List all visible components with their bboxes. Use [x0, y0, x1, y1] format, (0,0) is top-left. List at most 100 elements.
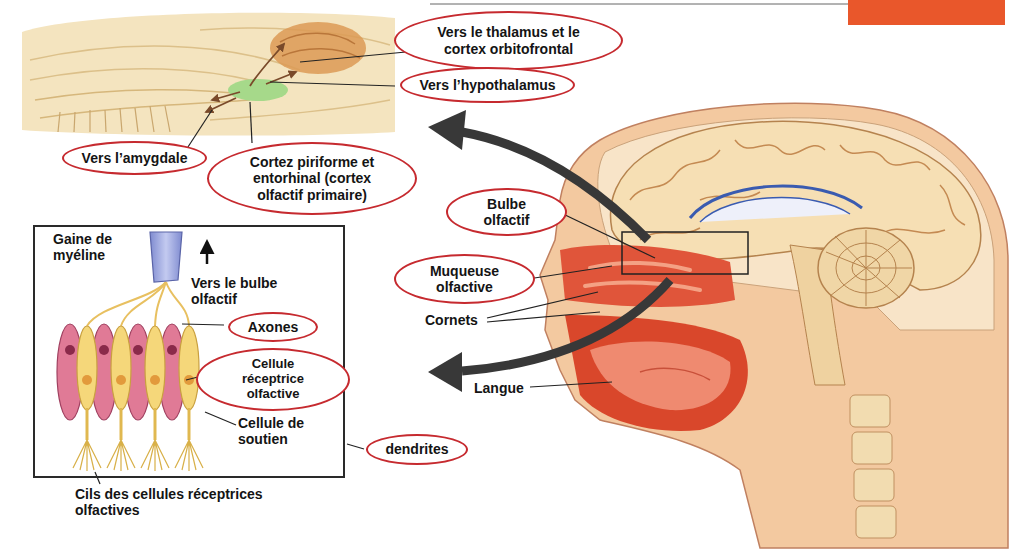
leader-line — [528, 266, 612, 279]
olfactory-epithelium — [150, 232, 182, 282]
label-oval: Vers l’amygdale — [62, 141, 207, 175]
olfactory-epithelium — [107, 440, 135, 471]
olfactory-epithelium — [150, 375, 160, 385]
olfactory-cortex-detail — [165, 106, 170, 132]
head-section — [866, 268, 867, 306]
olfactory-epithelium — [167, 345, 177, 355]
olfactory-cortex-detail — [206, 98, 236, 112]
head-section — [835, 236, 866, 268]
oval-label-text: Vers l’hypothalamus — [419, 77, 555, 93]
olfactory-epithelium — [65, 345, 75, 355]
olfactory-epithelium — [73, 440, 101, 471]
part-label: Langue — [474, 380, 524, 396]
head-section — [852, 432, 892, 464]
olfactory-cortex-detail — [22, 13, 395, 136]
leader-line — [487, 312, 600, 322]
olfactory-cortex-detail — [280, 33, 355, 44]
label-oval: dendrites — [366, 434, 468, 465]
oval-label-text: dendrites — [385, 441, 448, 457]
oval-label-text: Vers le thalamus et le cortex orbitofron… — [424, 24, 594, 56]
olfactory-epithelium — [188, 408, 191, 440]
olfactory-epithelium — [87, 282, 166, 326]
olfactory-epithelium — [111, 326, 131, 410]
olfactory-epithelium — [82, 375, 194, 385]
olfactory-cortex-detail — [270, 22, 366, 74]
head-section — [830, 268, 866, 296]
leader-line — [182, 324, 224, 325]
olfactory-epithelium — [87, 408, 189, 440]
zoom-arrow — [428, 110, 670, 392]
olfactory-cortex-detail — [210, 100, 390, 120]
olfactory-epithelium — [175, 440, 203, 471]
oval-label-text: Axones — [248, 319, 299, 335]
olfactory-epithelium — [116, 375, 126, 385]
olfactory-cortex-detail — [22, 13, 395, 136]
head-section — [856, 506, 896, 538]
olfactory-epithelium — [155, 282, 166, 326]
head-section — [590, 263, 690, 270]
olfactory-epithelium — [121, 282, 166, 326]
page-decoration — [848, 0, 1005, 25]
head-section — [826, 252, 866, 268]
head-section — [630, 140, 965, 240]
head-section — [565, 315, 748, 431]
olfactory-cortex-detail — [135, 108, 138, 132]
olfactory-epithelium — [145, 326, 165, 410]
zoom-arrow — [428, 110, 466, 150]
head-section — [590, 341, 731, 410]
part-label: Cils des cellules réceptrices olfactives — [75, 486, 275, 518]
olfactory-epithelium — [57, 232, 207, 471]
olfactory-epithelium — [99, 345, 109, 355]
olfactory-cortex-detail — [120, 108, 122, 132]
olfactory-epithelium — [206, 242, 209, 264]
leader-line — [300, 52, 406, 62]
head-section — [735, 140, 825, 154]
head-section — [866, 240, 900, 268]
olfactory-cortex-detail — [35, 90, 260, 100]
head-section — [866, 268, 900, 298]
part-label: Cellule de soutien — [238, 415, 338, 447]
head-section — [866, 268, 912, 269]
leader-line — [95, 52, 655, 484]
head-section — [585, 283, 700, 290]
leader-line — [270, 82, 395, 86]
head-section — [818, 228, 914, 308]
olfactory-cortex-detail — [89, 110, 90, 132]
olfactory-cortex-detail — [58, 112, 60, 132]
olfactory-epithelium — [166, 282, 189, 326]
zoom-arrow — [428, 352, 462, 392]
head-section — [866, 230, 867, 268]
head-section — [850, 395, 896, 538]
oval-label-text: Muqueuse olfactive — [424, 263, 506, 295]
olfactory-cortex-detail — [105, 110, 106, 132]
part-label: Gaine de myéline — [53, 231, 133, 263]
oval-label-text: Vers l’amygdale — [82, 150, 188, 166]
olfactory-cortex-detail — [150, 106, 154, 132]
olfactory-epithelium — [154, 408, 157, 440]
head-section — [630, 150, 720, 200]
label-oval: Bulbe olfactif — [446, 188, 567, 236]
label-oval: Vers l’hypothalamus — [400, 67, 575, 103]
part-label: Cornets — [425, 312, 478, 328]
part-label: Vers le bulbe olfactif — [191, 275, 306, 307]
olfactory-epithelium — [141, 440, 169, 471]
oval-label-text: Cellule réceptrice olfactive — [233, 357, 313, 402]
leader-line — [186, 110, 212, 150]
oval-label-text: Cortez piriforme et entorhinal (cortex o… — [246, 154, 378, 202]
label-oval: Axones — [228, 312, 318, 342]
head-section — [840, 145, 930, 170]
head-section — [836, 243, 896, 293]
head-section — [850, 395, 890, 427]
head-section — [852, 256, 880, 280]
head-section — [826, 230, 912, 306]
olfactory-epithelium — [133, 345, 143, 355]
olfactory-epithelium — [184, 375, 194, 385]
olfactory-cortex-detail — [30, 46, 300, 70]
label-oval: Muqueuse olfactive — [394, 254, 535, 304]
inset-frame: Gaine de myélineVers le bulbe olfactifCe… — [33, 225, 345, 478]
label-oval: Cortez piriforme et entorhinal (cortex o… — [207, 142, 417, 215]
olfactory-epithelium — [179, 326, 199, 410]
head-section — [700, 198, 850, 222]
label-oval: Vers le thalamus et le cortex orbitofron… — [394, 11, 623, 70]
